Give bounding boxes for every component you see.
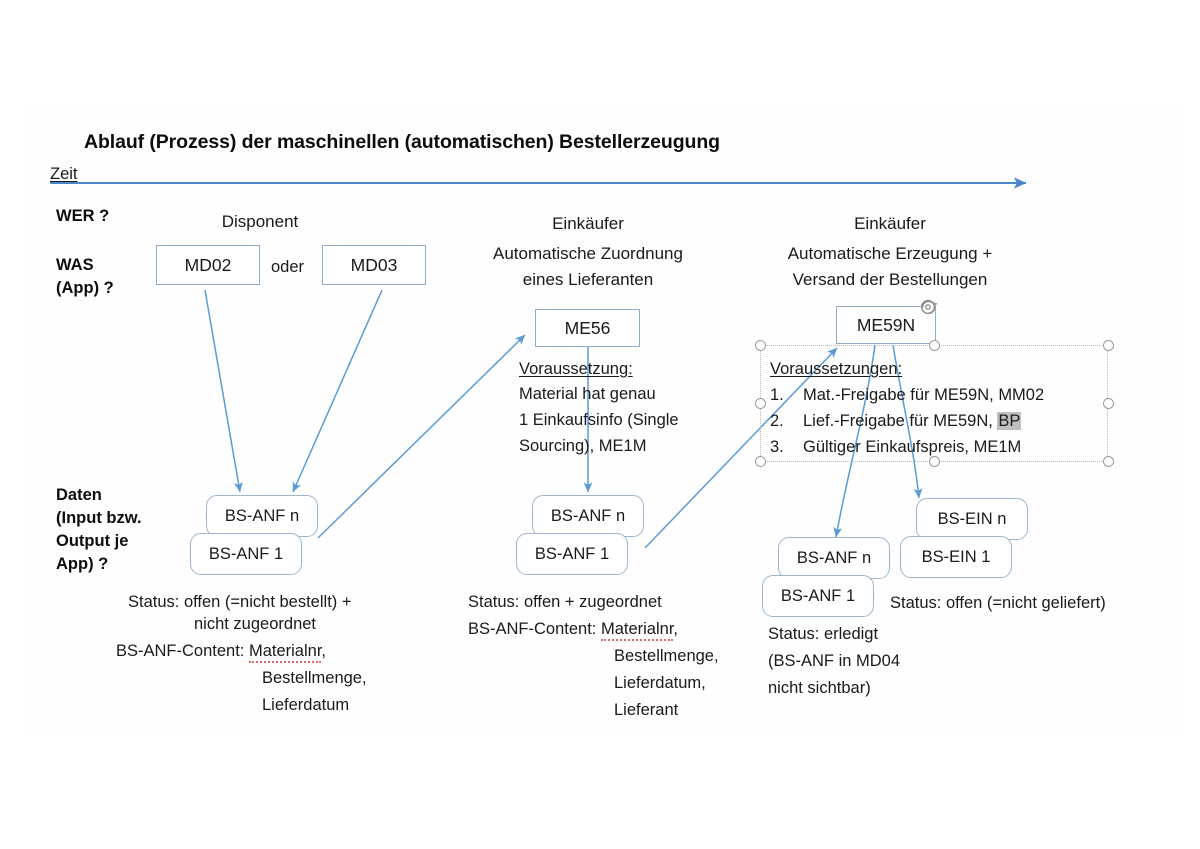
column-role-disponent: Disponent <box>221 212 299 231</box>
app-box-me59n[interactable]: ME59N <box>836 306 936 344</box>
selection-handle-top-center[interactable] <box>929 340 940 351</box>
column-subtitle-2-line2: Versand der Bestellungen <box>792 270 988 289</box>
data-box-bsanf-1-col2[interactable]: BS-ANF 1 <box>516 533 628 575</box>
data-box-bsein-1[interactable]: BS-EIN 1 <box>900 536 1012 578</box>
app-box-md03[interactable]: MD03 <box>322 245 426 285</box>
app-box-me56[interactable]: ME56 <box>535 309 640 347</box>
data-box-bsanf-n-col1[interactable]: BS-ANF n <box>206 495 318 537</box>
data-box-bsanf-n-col2[interactable]: BS-ANF n <box>532 495 644 537</box>
precondition-line-2: 1 Einkaufsinfo (Single <box>519 411 679 429</box>
selection-handle-bottom-left[interactable] <box>755 456 766 467</box>
selection-handle-bottom-center[interactable] <box>929 456 940 467</box>
column-subtitle-2-line1: Automatische Erzeugung + <box>787 244 993 263</box>
connector-label-oder: oder <box>271 258 305 276</box>
data-box-bsanf-1-col1[interactable]: BS-ANF 1 <box>190 533 302 575</box>
selection-handle-middle-right[interactable] <box>1103 398 1114 409</box>
page-title: Ablauf (Prozess) der maschinellen (autom… <box>84 131 720 153</box>
precondition-heading-col3: Voraussetzungen: <box>770 360 903 378</box>
selection-handle-middle-left[interactable] <box>755 398 766 409</box>
data-box-bsanf-n-col3[interactable]: BS-ANF n <box>778 537 890 579</box>
column-role-einkaeufer-2: Einkäufer <box>854 214 926 233</box>
precondition-line-3: Sourcing), ME1M <box>519 437 647 455</box>
data-box-bsein-n[interactable]: BS-EIN n <box>916 498 1028 540</box>
app-box-md02[interactable]: MD02 <box>156 245 260 285</box>
timeline-label: Zeit <box>50 165 78 183</box>
notes-col1-materialnr: Materialnr <box>248 642 322 663</box>
rotation-handle-icon[interactable] <box>918 297 940 319</box>
column-subtitle-1-line1: Automatische Zuordnung <box>493 244 683 263</box>
notes-col2-materialnr: Materialnr <box>600 620 674 641</box>
column-subtitle-1-line2: eines Lieferanten <box>522 270 654 289</box>
selection-handle-top-left[interactable] <box>755 340 766 351</box>
precondition-item-2-highlight: BP <box>997 412 1022 430</box>
data-box-bsanf-1-col3[interactable]: BS-ANF 1 <box>762 575 874 617</box>
notes-col1-content-label: BS-ANF-Content: <box>116 642 249 660</box>
selection-handle-top-right[interactable] <box>1103 340 1114 351</box>
row-label-who: WER ? <box>56 207 110 225</box>
notes-col2-content-label: BS-ANF-Content: <box>468 620 601 638</box>
column-role-einkaeufer-1: Einkäufer <box>552 214 624 233</box>
precondition-heading-col2: Voraussetzung: <box>519 360 633 378</box>
precondition-line-1: Material hat genau <box>519 385 656 403</box>
selection-handle-bottom-right[interactable] <box>1103 456 1114 467</box>
